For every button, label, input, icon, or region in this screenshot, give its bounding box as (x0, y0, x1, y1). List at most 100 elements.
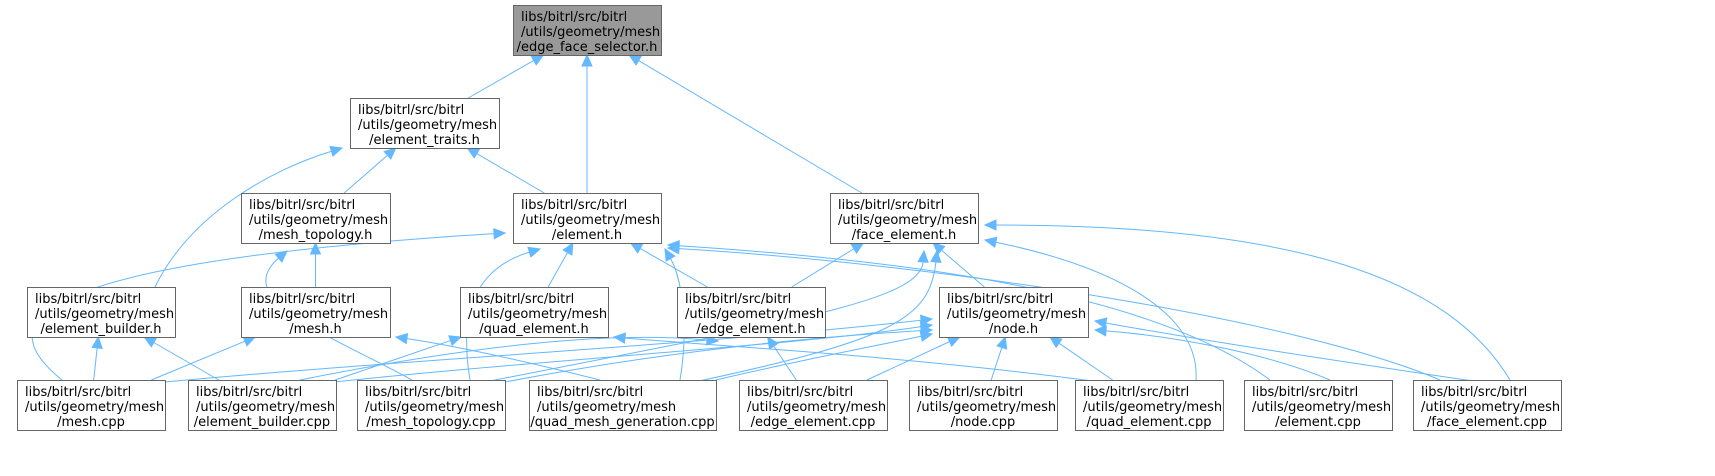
edge-line (941, 249, 985, 288)
node-label-line: /utils/geometry/mesh (25, 400, 164, 415)
node-label-line: /utils/geometry/mesh (365, 400, 504, 415)
arrowhead-icon (527, 246, 542, 258)
arrowhead-icon (664, 247, 676, 262)
graph-node-node-cpp[interactable]: libs/bitrl/src/bitrl/utils/geometry/mesh… (909, 380, 1058, 431)
arrowhead-icon (1093, 317, 1108, 329)
dependency-edge (143, 336, 219, 381)
dependency-edge (1093, 317, 1481, 383)
edge-line (990, 347, 1003, 381)
edge-line (1105, 322, 1481, 383)
dependency-edge (581, 53, 593, 193)
dependency-edge (394, 332, 601, 381)
edge-line (343, 154, 388, 194)
node-label-line: libs/bitrl/src/bitrl (249, 292, 355, 307)
dependency-edge (1048, 336, 1113, 381)
arrowhead-icon (394, 332, 409, 345)
graph-node-quad-element-h[interactable]: libs/bitrl/src/bitrl/utils/geometry/mesh… (460, 287, 609, 338)
edge-line (1058, 342, 1113, 381)
graph-node-mesh-topology-cpp[interactable]: libs/bitrl/src/bitrl/utils/geometry/mesh… (357, 380, 506, 431)
node-box (188, 380, 337, 431)
node-label-line: libs/bitrl/src/bitrl (358, 103, 464, 118)
dependency-edge (866, 336, 961, 381)
graph-node-node-h[interactable]: libs/bitrl/src/bitrl/utils/geometry/mesh… (939, 287, 1089, 338)
edge-line (476, 153, 545, 194)
node-box (939, 287, 1089, 338)
arrowhead-icon (666, 242, 680, 255)
node-label-line: /element_builder.cpp (194, 415, 330, 430)
node-label-line: /element_builder.h (41, 322, 162, 337)
dependency-edge (666, 242, 1441, 381)
arrowhead-icon (1093, 325, 1107, 337)
arrowhead-icon (930, 249, 942, 264)
node-label-line: /element.cpp (1275, 415, 1361, 430)
nodes-layer: libs/bitrl/src/bitrl/utils/geometry/mesh… (17, 5, 1562, 431)
graph-node-element-h[interactable]: libs/bitrl/src/bitrl/utils/geometry/mesh… (513, 193, 662, 244)
node-box (830, 193, 979, 244)
dependency-edge (309, 241, 322, 288)
node-label-line: /utils/geometry/mesh (747, 400, 886, 415)
dependency-edge (154, 145, 344, 288)
edge-line (154, 150, 332, 288)
graph-node-mesh-h[interactable]: libs/bitrl/src/bitrl/utils/geometry/mesh… (241, 287, 391, 338)
graph-node-edge-face-selector-h[interactable]: libs/bitrl/src/bitrl/utils/geometry/mesh… (513, 5, 662, 56)
graph-node-element-cpp[interactable]: libs/bitrl/src/bitrl/utils/geometry/mesh… (1244, 380, 1393, 431)
node-label-line: libs/bitrl/src/bitrl (1252, 385, 1358, 400)
arrowhead-icon (628, 54, 642, 66)
node-label-line: libs/bitrl/src/bitrl (685, 292, 791, 307)
node-box (529, 380, 717, 431)
arrowhead-icon (329, 145, 344, 157)
graph-node-element-builder-cpp[interactable]: libs/bitrl/src/bitrl/utils/geometry/mesh… (188, 380, 337, 431)
node-label-line: libs/bitrl/src/bitrl (25, 385, 131, 400)
node-label-line: /utils/geometry/mesh (249, 307, 388, 322)
graph-node-mesh-topology-h[interactable]: libs/bitrl/src/bitrl/utils/geometry/mesh… (241, 193, 391, 244)
graph-node-mesh-cpp[interactable]: libs/bitrl/src/bitrl/utils/geometry/mesh… (17, 380, 166, 431)
node-box (17, 380, 166, 431)
edge-line (624, 337, 1101, 383)
graph-node-element-traits-h[interactable]: libs/bitrl/src/bitrl/utils/geometry/mesh… (350, 98, 500, 149)
arrowhead-icon (581, 53, 593, 67)
arrowhead-icon (1048, 336, 1063, 349)
edge-line (334, 340, 451, 381)
edge-line (689, 261, 937, 384)
node-label-line: /utils/geometry/mesh (838, 213, 977, 228)
arrowhead-icon (629, 242, 644, 254)
node-label-line: /utils/geometry/mesh (917, 400, 1056, 415)
node-label-line: libs/bitrl/src/bitrl (917, 385, 1023, 400)
graph-node-edge-element-h[interactable]: libs/bitrl/src/bitrl/utils/geometry/mesh… (677, 287, 826, 338)
node-label-line: libs/bitrl/src/bitrl (249, 198, 355, 213)
node-label-line: /edge_face_selector.h (517, 40, 658, 55)
node-label-line: /node.h (989, 322, 1038, 337)
graph-node-face-element-h[interactable]: libs/bitrl/src/bitrl/utils/geometry/mesh… (830, 193, 979, 244)
graph-node-edge-element-cpp[interactable]: libs/bitrl/src/bitrl/utils/geometry/mesh… (739, 380, 888, 431)
graph-node-quad-element-cpp[interactable]: libs/bitrl/src/bitrl/utils/geometry/mesh… (1075, 380, 1224, 431)
graph-node-face-element-cpp[interactable]: libs/bitrl/src/bitrl/utils/geometry/mesh… (1413, 380, 1562, 431)
arrowhead-icon (850, 242, 865, 254)
node-label-line: libs/bitrl/src/bitrl (521, 10, 627, 25)
edge-line (995, 241, 1197, 381)
dependency-edge (91, 335, 103, 381)
node-label-line: libs/bitrl/src/bitrl (1421, 385, 1527, 400)
node-label-line: /face_element.cpp (1427, 415, 1547, 430)
node-label-line: /utils/geometry/mesh (537, 400, 676, 415)
node-label-line: /element_traits.h (369, 133, 480, 148)
arrowhead-icon (91, 335, 103, 350)
dependency-edge (689, 249, 942, 384)
graph-node-element-builder-h[interactable]: libs/bitrl/src/bitrl/utils/geometry/mesh… (27, 287, 176, 338)
node-label-line: /utils/geometry/mesh (468, 307, 607, 322)
edge-line (639, 248, 708, 288)
dependency-edge (466, 147, 545, 194)
edge-line (791, 248, 855, 288)
node-box (460, 287, 609, 338)
edge-line (547, 252, 568, 288)
node-label-line: /utils/geometry/mesh (1421, 400, 1560, 415)
node-label-line: libs/bitrl/src/bitrl (468, 292, 574, 307)
arrowhead-icon (562, 241, 574, 256)
node-label-line: /mesh_topology.h (259, 228, 373, 243)
dependency-edge (334, 335, 463, 381)
edge-line (1105, 330, 1331, 381)
graph-node-quad-mesh-generation-cpp[interactable]: libs/bitrl/src/bitrl/utils/geometry/mesh… (529, 380, 717, 431)
dependency-edge (151, 336, 257, 381)
arrowhead-icon (996, 335, 1008, 350)
node-label-line: libs/bitrl/src/bitrl (947, 292, 1053, 307)
node-label-line: /utils/geometry/mesh (947, 307, 1086, 322)
